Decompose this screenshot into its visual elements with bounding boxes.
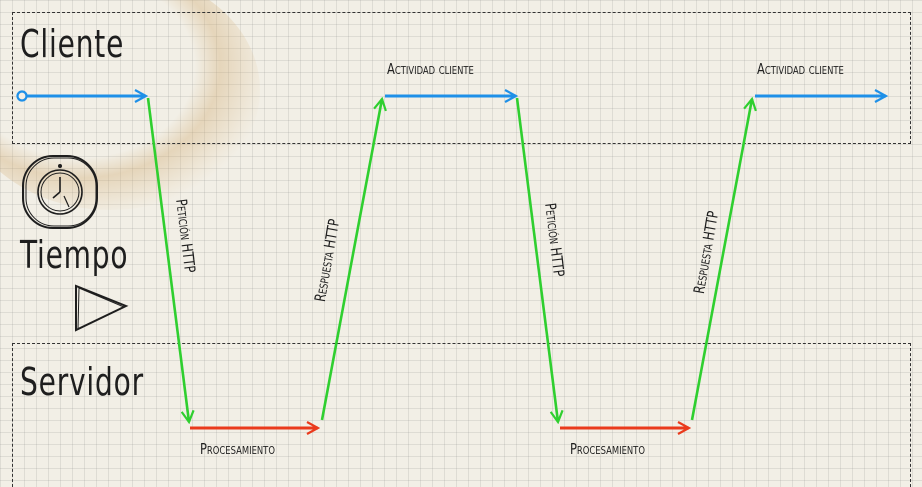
client-lane-label: Cliente [20,22,125,66]
client-start-dot [16,90,28,102]
clock-icon [22,155,98,229]
client-activity-label-1: Actividad cliente [387,60,474,78]
response-arrow-2 [690,99,752,421]
client-activity-label-2: Actividad cliente [757,60,844,78]
server-lane-label: Servidor [20,360,144,404]
client-lane [12,12,911,144]
request-arrow-2 [515,97,558,422]
processing-label-2: Procesamiento [570,440,645,458]
time-label: Tiempo [20,233,129,277]
processing-label-1: Procesamiento [200,440,275,458]
request-arrow-1 [146,97,189,422]
response-arrow-1 [320,99,382,421]
server-lane [12,343,911,487]
play-icon [75,284,129,332]
